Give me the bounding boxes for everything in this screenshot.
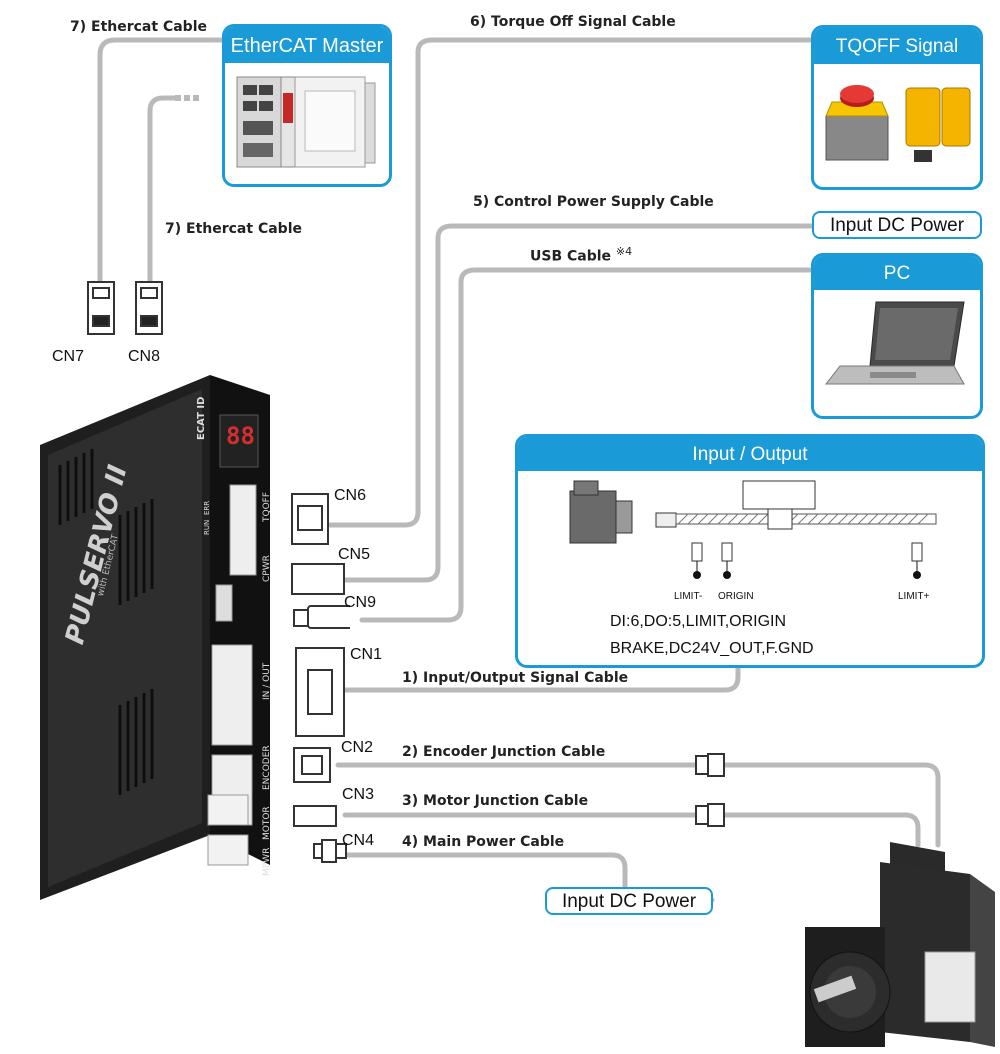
rj45-plug-cn8 — [135, 281, 163, 335]
input-dc-power-top: Input DC Power — [812, 211, 982, 239]
cn5-plug — [291, 563, 345, 595]
control-power-cable-label: 5) Control Power Supply Cable — [473, 194, 714, 210]
cn8-label: CN8 — [128, 348, 161, 365]
cn6-plug — [291, 493, 329, 545]
control-power-cable — [342, 223, 815, 583]
ethercat-master-title: EtherCAT Master — [225, 27, 389, 63]
connector-plugs — [291, 493, 350, 863]
motor-junction-block — [695, 803, 725, 827]
run-led-label: RUN — [203, 519, 211, 535]
io-port-label: IN / OUT — [262, 662, 272, 700]
io-title: Input / Output — [518, 437, 982, 471]
io-spec-line1: DI:6,DO:5,LIMIT,ORIGIN — [610, 613, 787, 630]
plc-controller-image — [236, 76, 376, 168]
cn1-label: CN1 — [350, 646, 383, 663]
servo-motor — [805, 842, 995, 1047]
ethercat-cable-cn8 — [147, 95, 178, 288]
cn6-label: CN6 — [334, 487, 367, 504]
usb-cable-text: USB Cable — [530, 248, 612, 265]
rj45-plug-cn7 — [87, 281, 115, 335]
cn2-plug — [293, 747, 331, 783]
tqoff-signal-title: TQOFF Signal — [814, 28, 980, 64]
pc-box: PC — [811, 253, 983, 419]
servo-drive — [40, 375, 270, 900]
cn4-plug — [313, 839, 347, 863]
cn2-label: CN2 — [341, 739, 374, 756]
encoder-port-label: ENCODER — [262, 745, 272, 790]
ethercat-cable-cn7 — [97, 37, 228, 288]
usb-cable-note: ※4 — [615, 245, 633, 258]
motor-port-label: MOTOR — [262, 806, 272, 840]
cn4-label: CN4 — [342, 832, 375, 849]
rj45-plugs — [87, 281, 163, 335]
ethercat-master-box: EtherCAT Master — [222, 24, 392, 187]
cpwr-port-label: CPWR — [262, 555, 272, 582]
io-spec-line2: BRAKE,DC24V_OUT,F.GND — [610, 640, 814, 657]
laptop-icon — [824, 301, 965, 385]
usb-cable-label: USB Cable ※4 — [530, 245, 632, 265]
ethercat-cable-label-2: 7) Ethercat Cable — [165, 221, 302, 237]
cn9-plug — [293, 605, 350, 629]
encoder-junction-block — [695, 753, 725, 777]
motor-cable-label: 3) Motor Junction Cable — [402, 793, 589, 809]
usb-cable — [359, 267, 815, 623]
linear-stage-diagram — [569, 480, 937, 579]
motor-cable — [342, 812, 921, 848]
io-signal-cable-label: 1) Input/Output Signal Cable — [402, 670, 629, 686]
limit-minus-label: LIMIT- — [674, 591, 703, 602]
limit-plus-label: LIMIT+ — [898, 591, 930, 602]
err-led-label: ERR — [203, 500, 211, 515]
origin-label: ORIGIN — [718, 591, 754, 602]
torque-off-cable — [327, 37, 815, 528]
emergency-stop-image — [825, 85, 971, 162]
torque-off-cable-label: 6) Torque Off Signal Cable — [470, 14, 676, 30]
ecat-id-label: ECAT ID — [196, 396, 207, 440]
cn3-plug — [293, 805, 337, 827]
cn7-label: CN7 — [52, 348, 85, 365]
ecat-id-display: 88 — [226, 422, 255, 450]
main-power-cable-label: 4) Main Power Cable — [402, 834, 565, 850]
ethercat-cable-label-1: 7) Ethercat Cable — [70, 19, 207, 35]
io-box: Input / Output LIMIT- ORIGIN LIMIT+ DI:6… — [515, 434, 985, 668]
encoder-cable — [335, 762, 941, 848]
cn9-label: CN9 — [344, 594, 377, 611]
cn5-label: CN5 — [338, 546, 371, 563]
tqoff-signal-box: TQOFF Signal — [811, 25, 983, 190]
cn1-plug — [295, 647, 345, 737]
pc-title: PC — [814, 256, 980, 290]
cn3-label: CN3 — [342, 786, 375, 803]
encoder-cable-label: 2) Encoder Junction Cable — [402, 744, 606, 760]
input-dc-power-bottom: Input DC Power — [545, 887, 713, 915]
tqoff-port-label: TQOFF — [262, 491, 272, 522]
mpwr-port-label: MPWR — [262, 847, 272, 876]
io-signal-cable — [342, 665, 741, 693]
